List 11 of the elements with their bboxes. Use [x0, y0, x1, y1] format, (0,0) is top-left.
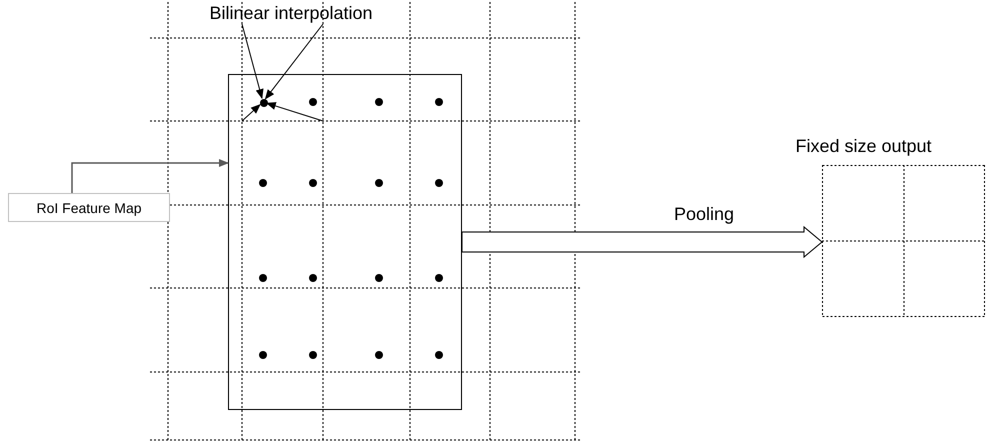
arrow: [71, 159, 229, 193]
label-box: RoI Feature Map: [8, 193, 170, 222]
roi-box: [228, 74, 462, 410]
arrow: [242, 24, 264, 100]
arrow: [266, 102, 324, 122]
annotation-text: Bilinear interpolation: [209, 2, 373, 24]
hollow-arrow: [462, 226, 823, 258]
sample-point: [260, 99, 268, 107]
arrow: [242, 104, 261, 122]
arrow: [264, 24, 324, 100]
output-heading: Fixed size output: [794, 136, 933, 157]
